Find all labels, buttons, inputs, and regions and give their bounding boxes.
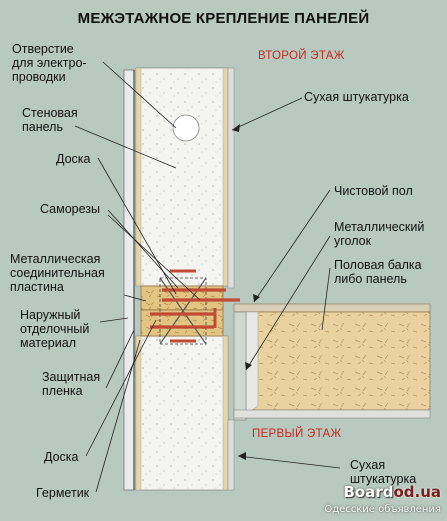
label-finish-floor: Чистовой пол: [334, 184, 413, 198]
watermark-tagline: Одесские объявления: [324, 504, 441, 515]
lower-wall-panel: [135, 335, 229, 491]
joist-end: [245, 311, 259, 415]
screws: [150, 269, 240, 343]
upper-floor-label: ВТОРОЙ ЭТАЖ: [258, 50, 345, 62]
finish-floor: [233, 303, 431, 313]
label-floor-joist: Половая балка либо панель: [334, 258, 422, 286]
label-drywall-top: Сухая штукатурка: [304, 90, 409, 104]
label-sealant: Герметик: [36, 486, 90, 500]
label-board-bottom: Доска: [44, 450, 79, 464]
upper-wall-panel: [135, 67, 229, 287]
wiring-hole: [172, 114, 200, 142]
exterior-finish: [123, 69, 135, 491]
label-drywall-bottom: Сухая штукатурка: [350, 458, 417, 486]
label-metal-plate: Металлическая соединительная пластина: [10, 252, 105, 294]
lower-panel-skin-inner: [222, 335, 229, 491]
label-board-top: Доска: [56, 152, 91, 166]
ceiling-drywall: [233, 409, 431, 419]
lower-panel-skin-outer: [135, 335, 142, 491]
upper-panel-skin-outer: [135, 67, 142, 287]
upper-drywall: [227, 67, 235, 289]
leader-lines: [74, 61, 341, 493]
label-metal-angle: Металлический уголок: [334, 220, 425, 248]
lower-drywall: [227, 419, 235, 491]
leader-arrowheads: [232, 124, 260, 460]
metal-angle: [233, 311, 247, 421]
upper-panel-skin-inner: [222, 67, 229, 287]
floor-joist: [245, 311, 431, 411]
lower-floor-label: ПЕРВЫЙ ЭТАЖ: [252, 428, 342, 440]
watermark-logo: Boardod.ua: [343, 483, 441, 501]
label-screws: Саморезы: [40, 202, 101, 216]
label-wiring-hole: Отверстие для электро- проводки: [12, 42, 87, 84]
label-protective-film: Защитная пленка: [42, 370, 101, 398]
diagram-title: МЕЖЭТАЖНОЕ КРЕПЛЕНИЕ ПАНЕЛЕЙ: [77, 10, 370, 27]
label-wall-panel: Стеновая панель: [22, 106, 78, 134]
label-exterior-finish: Наружный отделочный материал: [20, 308, 90, 350]
